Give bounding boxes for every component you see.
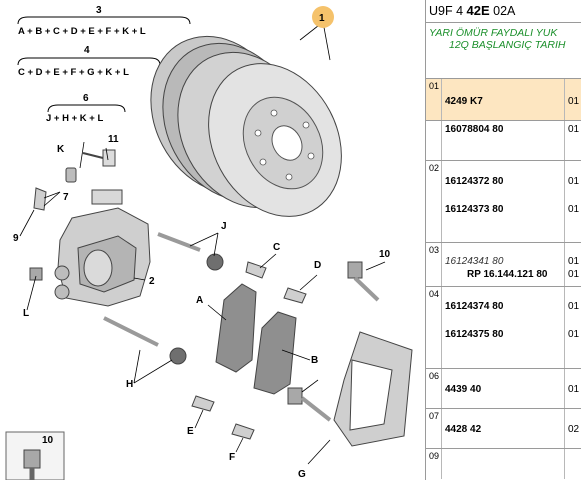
brake-pads (215, 283, 297, 395)
row-position: 02 (429, 163, 440, 173)
svg-text:6: 6 (83, 93, 89, 104)
callout-1-badge[interactable] (312, 6, 334, 28)
parts-row-01[interactable]: 01 4249 K7 01 (426, 79, 581, 121)
part-qty: 01 (568, 256, 580, 267)
parts-row-01b[interactable]: 16078804 80 01 (426, 121, 581, 161)
formula-6: 6 J + H + K + L (46, 93, 126, 124)
header-suffix: 02A (489, 4, 516, 18)
svg-text:4: 4 (84, 45, 90, 56)
callout-H[interactable]: H (126, 379, 133, 390)
callout-C[interactable]: C (273, 242, 280, 253)
part-qty: 01 (568, 269, 580, 280)
callout-11[interactable]: 11 (108, 134, 119, 145)
callout-F[interactable]: F (229, 452, 235, 463)
part-number[interactable]: 16124374 80 (445, 301, 504, 312)
part-qty: 01 (568, 96, 580, 107)
row-position: 03 (429, 245, 440, 255)
part-qty: 01 (568, 176, 580, 187)
part-number-superseded[interactable]: 16124341 80 (445, 256, 504, 267)
parts-row-03[interactable]: 03 16124341 80 01 RP 16.144.121 80 01 (426, 243, 581, 287)
part-number-replacement[interactable]: RP 16.144.121 80 (467, 269, 548, 280)
callout-J[interactable]: J (221, 221, 227, 232)
part-number[interactable]: 16124372 80 (445, 176, 504, 187)
subtitle-line-1: YARI ÖMÜR FAYDALI YUK (429, 27, 558, 39)
row-position: 01 (429, 81, 440, 91)
svg-text:A + B + C + D + E + F + K + L: A + B + C + D + E + F + K + L (18, 26, 146, 37)
callout-E[interactable]: E (187, 426, 194, 437)
callout-D[interactable]: D (314, 260, 321, 271)
part-qty: 02 (568, 424, 580, 435)
svg-text:3: 3 (96, 5, 102, 16)
parts-row-04[interactable]: 04 16124374 80 01 16124375 80 01 (426, 287, 581, 369)
part-qty: 01 (568, 301, 580, 312)
callout-K[interactable]: K (57, 144, 65, 155)
subtitle-line-2: 12Q BAŞLANGIÇ TARIH (449, 39, 566, 51)
parts-row-09[interactable]: 09 (426, 449, 581, 479)
caliper-body (54, 189, 151, 307)
callout-1[interactable]: 1 (319, 13, 325, 24)
part-qty: 01 (568, 124, 580, 135)
caliper-bracket (333, 331, 413, 447)
formula-4: 4 C + D + E + F + G + K + L (17, 45, 161, 78)
row-position: 07 (429, 411, 440, 421)
exploded-parts-diagram: 3 A + B + C + D + E + F + K + L 4 C + D … (5, 5, 413, 481)
part-number[interactable]: 16078804 80 (445, 124, 504, 135)
header-bold: 42E (466, 3, 490, 18)
panel-header: U9F 4 42E 02A (426, 0, 581, 23)
row-position: 06 (429, 371, 440, 381)
callout-B[interactable]: B (311, 355, 318, 366)
small-hardware (29, 149, 380, 440)
row-position: 04 (429, 289, 440, 299)
row-position: 09 (429, 451, 440, 461)
part-number[interactable]: 4428 42 (445, 424, 482, 435)
parts-row-02[interactable]: 02 16124372 80 01 16124373 80 01 (426, 161, 581, 243)
part-qty: 01 (568, 329, 580, 340)
parts-list-panel: U9F 4 42E 02A YARI ÖMÜR FAYDALI YUK 12Q … (425, 0, 581, 480)
part-number[interactable]: 16124375 80 (445, 329, 504, 340)
callout-9[interactable]: 9 (13, 233, 19, 244)
callout-A[interactable]: A (196, 295, 203, 306)
formula-3: 3 A + B + C + D + E + F + K + L (17, 5, 191, 37)
bolt-inset (5, 431, 65, 481)
column-subtitle: YARI ÖMÜR FAYDALI YUK 12Q BAŞLANGIÇ TARI… (426, 23, 581, 79)
part-qty: 01 (568, 204, 580, 215)
parts-row-06[interactable]: 06 4439 40 01 (426, 369, 581, 409)
callout-2[interactable]: 2 (149, 276, 155, 287)
part-number[interactable]: 16124373 80 (445, 204, 504, 215)
svg-text:J + H + K + L: J + H + K + L (46, 113, 103, 124)
svg-text:C + D + E + F + G + K + L: C + D + E + F + G + K + L (18, 67, 129, 78)
callout-G[interactable]: G (298, 469, 306, 480)
callout-7[interactable]: 7 (63, 192, 69, 203)
callout-10-inset[interactable]: 10 (42, 435, 54, 446)
part-qty: 01 (568, 384, 580, 395)
brake-disc (150, 35, 342, 217)
callout-L[interactable]: L (23, 308, 29, 319)
part-number[interactable]: 4249 K7 (445, 96, 483, 107)
header-prefix: U9F 4 (429, 4, 467, 18)
parts-row-07[interactable]: 07 4428 42 02 (426, 409, 581, 449)
callout-10-top[interactable]: 10 (379, 249, 391, 260)
part-number[interactable]: 4439 40 (445, 384, 482, 395)
